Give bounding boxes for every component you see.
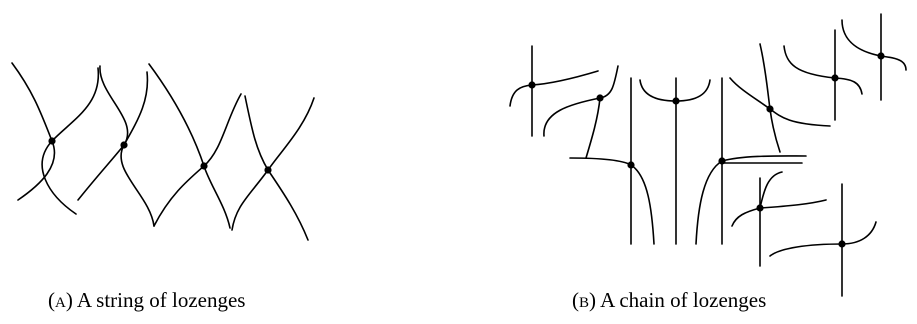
caption-b: (b) A chain of lozenges: [572, 288, 766, 313]
chain-curve: [569, 157, 655, 245]
crossing-vertex: [120, 141, 128, 149]
chain-curve: [783, 45, 863, 95]
crossing-vertex: [672, 97, 680, 105]
panel-a-string-of-lozenges: [11, 62, 315, 241]
caption-a: (a) A string of lozenges: [48, 288, 245, 313]
crossing-vertex: [200, 162, 208, 170]
chain-curve: [731, 171, 783, 227]
caption-a-tag: (a): [48, 288, 73, 312]
string-curve: [120, 71, 155, 227]
chain-curve: [759, 43, 781, 153]
string-curve: [244, 95, 309, 241]
crossing-vertex: [627, 161, 635, 169]
crossing-vertex: [766, 105, 774, 113]
crossing-vertex: [838, 240, 846, 248]
chain-curve: [585, 97, 601, 159]
crossing-vertex: [831, 74, 839, 82]
crossing-vertex: [596, 94, 604, 102]
chain-curve: [759, 199, 827, 209]
crossing-vertex: [756, 204, 764, 212]
crossing-vertex: [877, 52, 885, 60]
chain-curve: [695, 155, 807, 245]
chain-curve: [769, 221, 877, 257]
crossing-vertex: [718, 157, 726, 165]
chain-curve: [841, 19, 907, 71]
string-curve: [77, 65, 129, 201]
caption-b-text: A chain of lozenges: [600, 288, 767, 312]
caption-b-tag: (b): [572, 288, 596, 312]
panel-b-chain-of-lozenges: [509, 13, 907, 297]
chain-curve: [729, 77, 831, 127]
string-curve: [231, 97, 315, 231]
caption-a-text: A string of lozenges: [76, 288, 246, 312]
crossing-vertex: [48, 137, 56, 145]
string-curve: [153, 93, 242, 227]
string-curve: [11, 62, 56, 201]
crossing-vertex: [264, 166, 272, 174]
crossing-vertex: [528, 81, 536, 89]
